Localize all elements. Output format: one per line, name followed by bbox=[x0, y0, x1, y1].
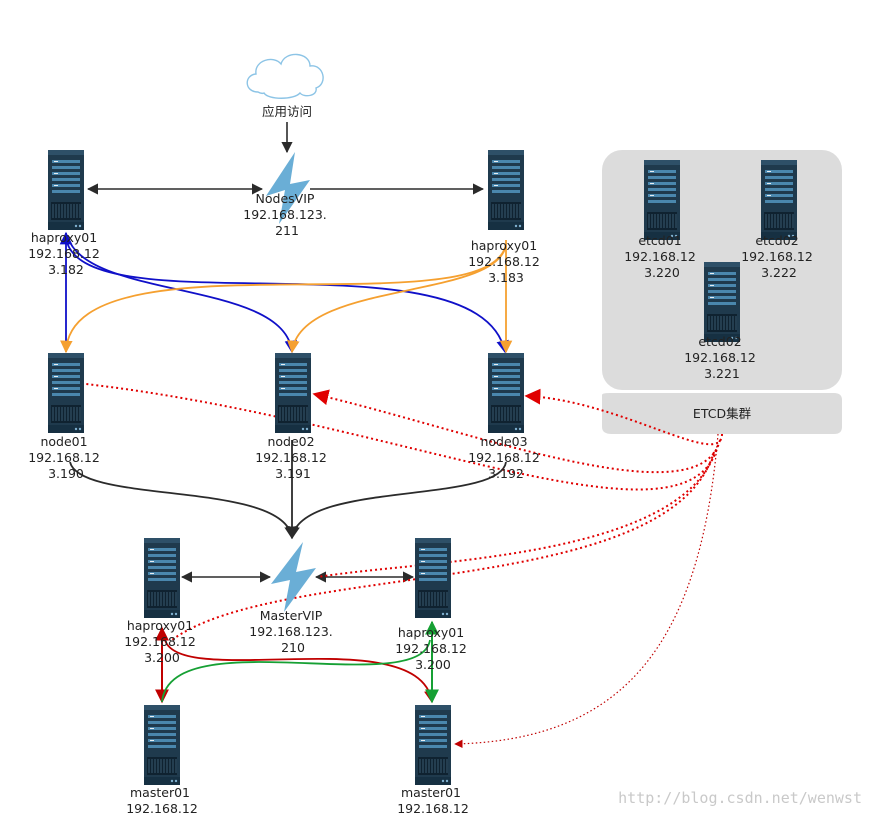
server-ip: 192.168.12 bbox=[624, 249, 696, 264]
haproxy-bottom-right-server: haproxy01 192.168.12 3.200 bbox=[395, 537, 471, 672]
server-ip-suffix: 3.222 bbox=[761, 265, 797, 280]
node03-server: node03 192.168.12 3.192 bbox=[468, 352, 544, 481]
node03-to-mastervip-link bbox=[287, 461, 507, 540]
server-name: etcd02 bbox=[698, 334, 741, 349]
blue-haproxy-to-node02-link bbox=[67, 237, 298, 354]
etcd02-b-server: etcd02 192.168.12 3.221 bbox=[684, 261, 760, 381]
server-label: haproxy01 192.168.12 3.200 bbox=[124, 618, 200, 665]
cloud-icon bbox=[246, 53, 324, 99]
server-icon bbox=[643, 159, 681, 241]
etcd-cluster-label-box bbox=[602, 393, 842, 434]
haproxy-top-left-server: haproxy01 192.168.12 3.182 bbox=[28, 149, 104, 277]
mastervip-name: MasterVIP bbox=[260, 608, 323, 623]
server-ip: 192.168.12 bbox=[126, 801, 198, 816]
server-ip-suffix: 3.221 bbox=[704, 366, 740, 381]
etcd-to-node02-link bbox=[312, 389, 721, 474]
server-name: haproxy01 bbox=[471, 238, 537, 253]
etcd01-server: etcd01 192.168.12 3.220 bbox=[624, 159, 700, 280]
haproxy-bottom-left-server: haproxy01 192.168.12 3.200 bbox=[124, 537, 200, 665]
mastervip-ip: 192.168.123. bbox=[249, 624, 333, 639]
etcd-to-node01-link bbox=[85, 383, 719, 491]
node01-to-mastervip-link bbox=[69, 461, 297, 540]
server-label: master01 192.168.12 bbox=[126, 785, 198, 816]
server-ip: 192.168.12 bbox=[28, 246, 100, 261]
server-ip: 192.168.12 bbox=[255, 450, 327, 465]
server-ip: 192.168.12 bbox=[684, 350, 756, 365]
nodesvip-lightning-icon bbox=[266, 152, 310, 224]
cloud-label: 应用访问 bbox=[262, 104, 312, 119]
nodesvip-ip: 192.168.123. bbox=[243, 207, 327, 222]
server-name: master01 bbox=[130, 785, 190, 800]
server-icon bbox=[47, 352, 85, 434]
server-ip-suffix: 3.192 bbox=[488, 466, 524, 481]
server-icon bbox=[143, 704, 181, 786]
server-ip-suffix: 3.191 bbox=[275, 466, 311, 481]
server-label: etcd02 192.168.12 3.222 bbox=[741, 233, 817, 280]
server-icon bbox=[414, 537, 452, 619]
server-ip: 192.168.12 bbox=[28, 450, 100, 465]
server-ip: 192.168.12 bbox=[468, 254, 540, 269]
etcd-to-haproxy-bottom-left-link bbox=[171, 451, 715, 641]
server-label: node02 192.168.12 3.191 bbox=[255, 434, 331, 481]
server-name: node01 bbox=[40, 434, 87, 449]
server-ip-suffix: 3.183 bbox=[488, 270, 524, 285]
server-ip: 192.168.12 bbox=[741, 249, 813, 264]
mastervip-ip-suffix: 210 bbox=[281, 640, 305, 655]
haproxy-bottom-right-to-master01-left-link bbox=[161, 639, 431, 703]
master01-right-server: master01 192.168.12 bbox=[397, 704, 469, 816]
server-ip: 192.168.12 bbox=[468, 450, 540, 465]
nodesvip-ip-suffix: 211 bbox=[275, 223, 299, 238]
server-label: etcd02 192.168.12 3.221 bbox=[684, 334, 760, 381]
server-label: haproxy01 192.168.12 3.183 bbox=[468, 238, 544, 285]
server-name: node02 bbox=[267, 434, 314, 449]
watermark: http://blog.csdn.net/wenwst bbox=[618, 789, 862, 807]
server-icon bbox=[414, 704, 452, 786]
mastervip-label: MasterVIP 192.168.123. 210 bbox=[249, 608, 336, 655]
haproxy-bottom-left-to-master01-right-link bbox=[164, 639, 437, 704]
server-name: haproxy01 bbox=[31, 230, 97, 245]
server-name: etcd01 bbox=[638, 233, 681, 248]
server-name: master01 bbox=[401, 785, 461, 800]
nodesvip-name: NodesVIP bbox=[256, 191, 315, 206]
mastervip-lightning-icon bbox=[271, 542, 316, 612]
node01-server: node01 192.168.12 3.190 bbox=[28, 352, 104, 481]
etcd02-a-server: etcd02 192.168.12 3.222 bbox=[741, 159, 817, 280]
server-ip-suffix: 3.200 bbox=[144, 650, 180, 665]
server-name: node03 bbox=[480, 434, 527, 449]
server-icon bbox=[487, 149, 525, 231]
server-label: etcd01 192.168.12 3.220 bbox=[624, 233, 700, 280]
server-ip: 192.168.12 bbox=[395, 641, 467, 656]
server-label: haproxy01 192.168.12 3.200 bbox=[395, 625, 471, 672]
server-label: node03 192.168.12 3.192 bbox=[468, 434, 544, 481]
server-icon bbox=[760, 159, 798, 241]
server-ip-suffix: 3.200 bbox=[415, 657, 451, 672]
server-icon bbox=[143, 537, 181, 619]
master01-left-server: master01 192.168.12 bbox=[126, 704, 198, 816]
server-name: haproxy01 bbox=[127, 618, 193, 633]
node02-server: node02 192.168.12 3.191 bbox=[255, 352, 331, 481]
server-label: haproxy01 192.168.12 3.182 bbox=[28, 230, 104, 277]
etcd-cluster-label: ETCD集群 bbox=[693, 406, 752, 421]
nodesvip-label: NodesVIP 192.168.123. 211 bbox=[243, 191, 330, 238]
server-icon bbox=[487, 352, 525, 434]
server-ip-suffix: 3.220 bbox=[644, 265, 680, 280]
server-ip-suffix: 3.190 bbox=[48, 466, 84, 481]
server-ip: 192.168.12 bbox=[124, 634, 196, 649]
server-icon bbox=[47, 149, 85, 231]
orange-haproxy-to-node01-link bbox=[60, 243, 507, 354]
server-icon bbox=[703, 261, 741, 343]
server-ip: 192.168.12 bbox=[397, 801, 469, 816]
server-label: node01 192.168.12 3.190 bbox=[28, 434, 104, 481]
server-ip-suffix: 3.182 bbox=[48, 262, 84, 277]
haproxy-top-right-server: haproxy01 192.168.12 3.183 bbox=[468, 149, 544, 285]
server-label: master01 192.168.12 bbox=[397, 785, 469, 816]
server-name: etcd02 bbox=[755, 233, 798, 248]
server-icon bbox=[274, 352, 312, 434]
server-name: haproxy01 bbox=[398, 625, 464, 640]
